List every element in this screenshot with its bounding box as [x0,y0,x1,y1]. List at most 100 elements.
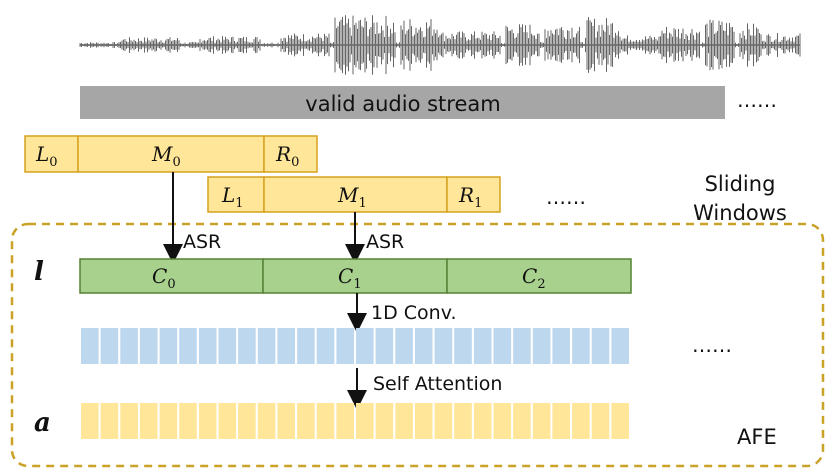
feature-blue-cell [100,328,119,364]
valid-audio-stream-bar [80,86,725,119]
feature-blue-cell [257,328,276,364]
feature-row-yellow [81,403,629,439]
feature-blue-cell [513,328,531,364]
feature-yellow-cell [336,403,354,439]
valid-audio-stream-label: valid audio stream [305,92,500,116]
svg-text:C2: C2 [522,264,546,292]
feature-yellow-cell [434,403,453,439]
window-1-left-label: L [221,183,235,207]
feature-yellow-cell [395,403,413,439]
feature-blue-cell [473,328,492,364]
feature-blue-cell [414,328,433,364]
feature-blue-cell [434,328,453,364]
chunk-1-sub: 1 [353,277,361,292]
svg-text:R1: R1 [458,183,482,211]
svg-text:L1: L1 [221,183,244,211]
stream-ellipsis: …… [737,88,777,112]
svg-text:L0: L0 [35,142,58,170]
chunk-1 [262,258,448,294]
window-1-right [446,176,501,213]
window-0-left-sub: 0 [49,155,57,170]
svg-text:C0: C0 [152,264,176,292]
chunk-1-label: C [338,264,353,288]
feature-blue-cell [139,328,158,364]
feature-blue-cell [532,328,551,364]
conv-label: 1D Conv. [371,302,457,324]
feature-blue-cell [179,328,197,364]
feature-yellow-cell [552,403,570,439]
window-1: L1 M1 R1 [207,176,501,213]
window-0-middle-label: M [151,142,173,166]
audio-waveform [79,15,801,75]
feature-blue-cell [572,328,590,364]
feature-yellow-cell [532,403,551,439]
feature-blue-cell [297,328,315,364]
feature-blue-cell [198,328,217,364]
feature-yellow-cell [277,403,295,439]
window-1-right-sub: 1 [474,196,482,211]
feature-blue-cell [552,328,570,364]
feature-yellow-cell [179,403,197,439]
feature-blue-cell [591,328,610,364]
feature-yellow-cell [139,403,158,439]
feature-yellow-cell [591,403,610,439]
feature-yellow-cell [572,403,590,439]
chunk-0 [79,258,264,294]
feature-blue-cell [277,328,295,364]
feature-ellipsis: …… [692,333,732,357]
feature-yellow-cell [493,403,512,439]
feature-blue-cell [238,328,256,364]
feature-blue-cell [336,328,354,364]
feature-blue-cell [611,328,629,364]
feature-blue-cell [316,328,335,364]
sliding-windows-title-line2: Windows [693,201,787,225]
feature-yellow-cell [159,403,178,439]
window-0-middle-sub: 0 [172,155,180,170]
asr-label-0: ASR [183,231,221,253]
feature-row-blue [81,328,629,364]
feature-yellow-cell [120,403,138,439]
svg-text:R0: R0 [275,142,299,170]
window-1-middle [263,176,448,213]
chunk-2-label: C [522,264,537,288]
svg-text:C1: C1 [338,264,362,292]
window-0-right-sub: 0 [291,155,299,170]
chunk-2-sub: 2 [537,277,545,292]
feature-yellow-cell [316,403,335,439]
chunk-row: C0 C1 C2 [79,258,632,294]
feature-yellow-cell [218,403,237,439]
window-0-middle [77,135,265,173]
feature-yellow-cell [198,403,217,439]
attention-label: Self Attention [373,373,502,395]
feature-yellow-cell [454,403,472,439]
feature-yellow-cell [473,403,492,439]
feature-yellow-cell [375,403,394,439]
feature-blue-cell [120,328,138,364]
feature-blue-cell [218,328,237,364]
feature-yellow-cell [257,403,276,439]
windows-ellipsis: …… [546,185,586,209]
window-1-right-label: R [458,183,474,207]
chunk-0-sub: 0 [167,277,175,292]
afe-label: AFE [737,425,777,449]
window-1-left [207,176,265,213]
window-0: L0 M0 R0 [24,135,318,173]
feature-yellow-cell [611,403,629,439]
feature-yellow-cell [297,403,315,439]
feature-yellow-cell [356,403,374,439]
feature-yellow-cell [81,403,99,439]
feature-yellow-cell [238,403,256,439]
window-0-right [263,135,318,173]
a-row-label: a [34,408,51,438]
sliding-windows-title-line1: Sliding [705,172,776,196]
window-1-left-sub: 1 [235,196,243,211]
window-1-middle-label: M [337,183,359,207]
afe-dashed-box [10,222,825,468]
chunk-0-label: C [152,264,167,288]
feature-yellow-cell [414,403,433,439]
feature-blue-cell [159,328,178,364]
feature-blue-cell [493,328,512,364]
feature-blue-cell [395,328,413,364]
feature-yellow-cell [513,403,531,439]
